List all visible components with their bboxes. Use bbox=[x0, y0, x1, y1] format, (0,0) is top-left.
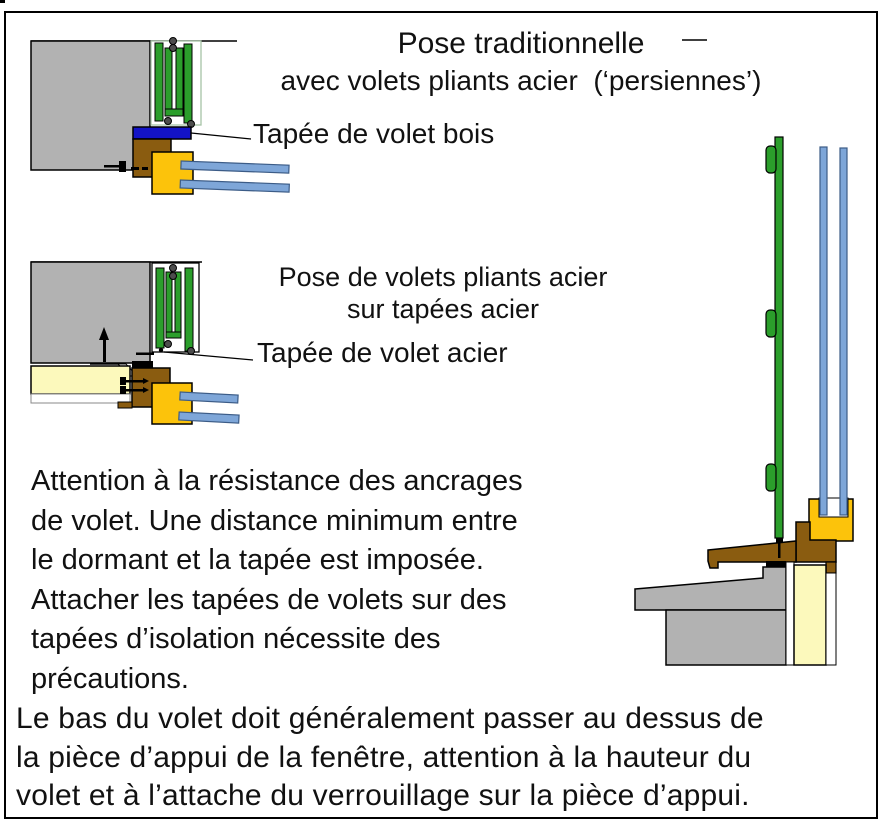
glazing-bar bbox=[179, 391, 239, 404]
glazing-profiles bbox=[179, 160, 290, 193]
corner-artifact bbox=[0, 0, 5, 3]
arrow-head bbox=[99, 327, 109, 340]
air-gap-strip bbox=[785, 561, 795, 666]
screw-shaft bbox=[126, 389, 143, 392]
tapee-bois-profile bbox=[132, 126, 192, 140]
screw-head bbox=[120, 377, 126, 385]
hinge-pin bbox=[169, 264, 177, 272]
diagram-tapee-bois bbox=[30, 37, 290, 195]
hinge-knob bbox=[765, 463, 777, 492]
arrow-shaft bbox=[136, 352, 154, 355]
wall-section bbox=[30, 261, 151, 364]
steel-tapee-bracket bbox=[132, 361, 153, 368]
anchor-dot bbox=[158, 347, 164, 353]
label-tapee-bois: Tapée de volet bois bbox=[253, 118, 495, 149]
glazing-pane bbox=[819, 146, 828, 516]
screw-icon bbox=[104, 161, 148, 172]
slat-link bbox=[165, 331, 182, 339]
slat-link bbox=[164, 108, 184, 117]
page-title: Pose traditionnelle bbox=[397, 27, 645, 60]
slat bbox=[165, 271, 173, 339]
folded-shutter-slats bbox=[154, 42, 193, 124]
hinge-pin bbox=[169, 272, 177, 280]
screw-icons bbox=[120, 377, 149, 394]
screw-head bbox=[119, 161, 126, 172]
load-arrow-icon bbox=[99, 327, 109, 362]
slat bbox=[184, 267, 194, 352]
leader-line-tapee-acier bbox=[163, 351, 254, 361]
screw-shaft bbox=[104, 165, 121, 168]
hinge-knob bbox=[765, 145, 777, 174]
hinge-pins bbox=[164, 37, 195, 128]
insulation-layer bbox=[30, 365, 131, 395]
glazing-profiles bbox=[178, 391, 240, 424]
hinge-knob bbox=[765, 309, 777, 338]
label-pose-acier: Pose de volets pliants acier sur tapées … bbox=[278, 262, 608, 324]
plaster-column bbox=[825, 572, 837, 666]
drawing-border bbox=[4, 11, 878, 819]
slat bbox=[155, 267, 165, 349]
screw-thread bbox=[131, 167, 139, 170]
label-tapee-acier: Tapée de volet acier bbox=[257, 337, 508, 368]
diagram-tapee-acier bbox=[30, 261, 254, 425]
steel-tapee-bracket bbox=[766, 561, 786, 568]
bottom-paragraph: Le bas du volet doit généralement passer… bbox=[16, 702, 764, 812]
folded-shutter-slats bbox=[155, 267, 194, 352]
arrow-shaft bbox=[103, 337, 106, 362]
insulation-column bbox=[793, 564, 827, 666]
slat bbox=[174, 271, 182, 339]
glazing-bar bbox=[178, 411, 240, 424]
diagram-vertical-section bbox=[634, 136, 854, 666]
hinge-pin bbox=[164, 340, 172, 348]
anchor-head bbox=[776, 538, 783, 543]
glazing-bar bbox=[179, 179, 290, 193]
anchor-pin bbox=[778, 543, 781, 558]
hinge-pin bbox=[169, 44, 177, 52]
screw-tip bbox=[143, 378, 149, 384]
page-subtitle: avec volets pliants acier (‘persiennes’) bbox=[280, 65, 762, 96]
wall-section bbox=[30, 40, 151, 171]
concrete-base bbox=[665, 609, 787, 666]
concrete-sill-sloped bbox=[634, 566, 787, 611]
slat bbox=[154, 42, 164, 122]
dormant-foot bbox=[825, 561, 837, 574]
hinge-pins bbox=[164, 264, 195, 355]
plaster-layer bbox=[30, 393, 131, 404]
shutter-anchor-icon bbox=[776, 538, 783, 558]
hinge-pin bbox=[187, 347, 195, 355]
screw-thread bbox=[142, 167, 148, 170]
screw-tip bbox=[143, 387, 149, 393]
fixing-arrow-icon bbox=[136, 347, 164, 355]
shutter-hinges bbox=[765, 145, 777, 492]
screw-head bbox=[120, 386, 126, 394]
screw-shaft bbox=[126, 380, 143, 383]
glazing-pane bbox=[839, 147, 848, 516]
leader-line-tapee-bois bbox=[190, 132, 252, 140]
glazing-bar bbox=[180, 160, 290, 174]
attention-paragraph: Attention à la résistance des ancrages d… bbox=[31, 465, 523, 695]
dormant-foot bbox=[117, 401, 133, 409]
hinge-pin bbox=[164, 117, 172, 125]
